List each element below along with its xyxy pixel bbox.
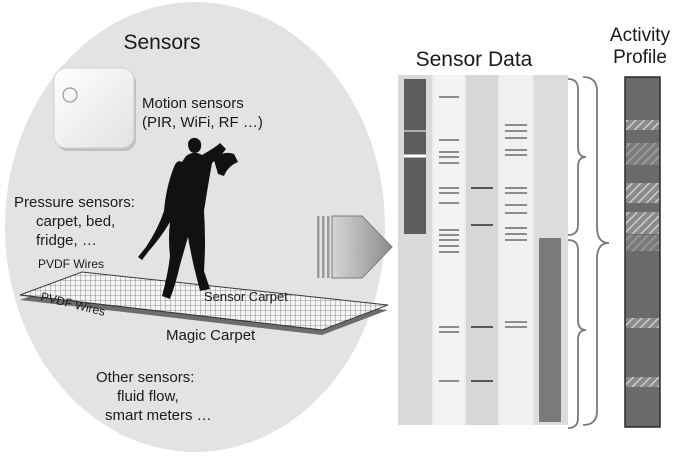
pressure-sensors-label: Pressure sensors: — [14, 194, 135, 211]
person-silhouette-icon — [138, 137, 238, 299]
magic-carpet-icon — [19, 271, 389, 335]
pressure-sensors-detail-2: fridge, … — [36, 232, 97, 249]
sensor-data-title: Sensor Data — [416, 48, 533, 71]
other-sensors-detail-2: smart meters … — [105, 407, 212, 424]
sensors-title: Sensors — [123, 31, 200, 54]
motion-sensors-detail: (PIR, WiFi, RF …) — [142, 114, 263, 131]
pvdf-wires-top-label: PVDF Wires — [38, 257, 104, 271]
magic-carpet-label: Magic Carpet — [166, 327, 256, 344]
activity-profile-bar — [624, 76, 661, 428]
sensor-data-panel — [398, 75, 568, 425]
motion-sensors-label: Motion sensors — [142, 95, 244, 112]
activity-profile-title-1: Activity — [610, 25, 671, 46]
motion-sensor-device-icon — [53, 67, 136, 151]
sensor-carpet-label: Sensor Carpet — [204, 289, 288, 304]
sensor-data-column-3 — [466, 75, 498, 425]
sensor-data-column-2 — [434, 75, 464, 425]
processing-arrow-icon — [317, 215, 393, 279]
other-sensors-detail-1: fluid flow, — [117, 388, 179, 405]
activity-profile-title-2: Profile — [613, 47, 667, 68]
pressure-sensors-detail-1: carpet, bed, — [36, 213, 115, 230]
curly-brace-icon — [567, 76, 610, 429]
sensor-data-column-4 — [500, 75, 532, 425]
other-sensors-label: Other sensors: — [96, 369, 194, 386]
